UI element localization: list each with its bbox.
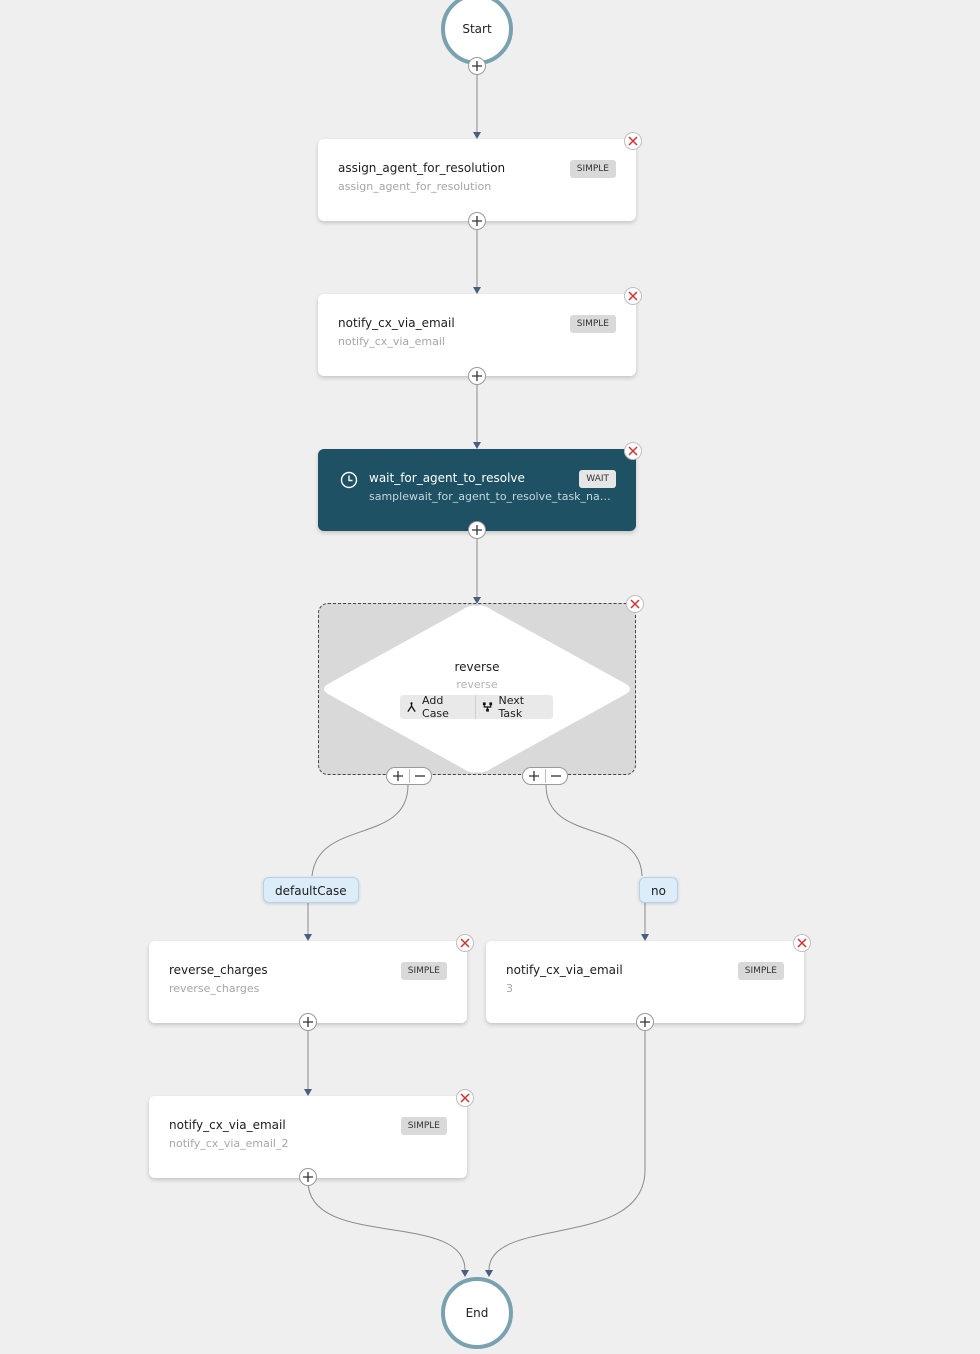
switch-name: reverse xyxy=(454,660,500,674)
end-label: End xyxy=(465,1306,489,1320)
task-ref: 3 xyxy=(506,982,513,995)
task-name: notify_cx_via_email xyxy=(338,316,455,330)
task-ref: notify_cx_via_email xyxy=(338,335,445,348)
plus-icon[interactable] xyxy=(393,771,403,781)
edge-notify3-to-end xyxy=(488,1026,646,1271)
arrow-head xyxy=(473,132,481,139)
plus-icon xyxy=(640,1017,650,1027)
case-branch-controls xyxy=(386,767,432,785)
arrow-head xyxy=(641,934,649,941)
task-type-badge: SIMPLE xyxy=(569,315,616,333)
plus-icon xyxy=(303,1172,313,1182)
close-icon xyxy=(630,599,640,609)
plus-icon xyxy=(472,525,482,535)
edge-notify2-to-end xyxy=(307,1180,466,1271)
task-name: wait_for_agent_to_resolve xyxy=(369,471,525,485)
clock-icon xyxy=(340,471,358,489)
add-task-button[interactable] xyxy=(299,1013,317,1031)
branch-icon xyxy=(483,702,493,712)
arrow-head xyxy=(473,442,481,449)
delete-task-button[interactable] xyxy=(793,934,811,952)
fork-icon xyxy=(407,702,416,712)
case-label-default[interactable]: defaultCase xyxy=(263,877,359,903)
close-icon xyxy=(628,136,638,146)
task-ref: notify_cx_via_email_2 xyxy=(169,1137,289,1150)
arrow-head xyxy=(304,1089,312,1096)
task-type-badge: SIMPLE xyxy=(737,962,784,980)
add-task-button[interactable] xyxy=(468,367,486,385)
task-node[interactable]: notify_cx_via_email notify_cx_via_email_… xyxy=(149,1096,467,1178)
start-label: Start xyxy=(462,22,492,36)
delete-switch-button[interactable] xyxy=(626,595,644,613)
add-task-button[interactable] xyxy=(468,57,486,75)
delete-task-button[interactable] xyxy=(624,442,642,460)
arrow-head xyxy=(485,1270,493,1277)
plus-icon xyxy=(472,61,482,71)
task-name: notify_cx_via_email xyxy=(506,963,623,977)
task-node[interactable]: notify_cx_via_email 3 SIMPLE xyxy=(486,941,804,1023)
add-case-button[interactable]: Add Case xyxy=(400,694,475,720)
task-node[interactable]: reverse_charges reverse_charges SIMPLE xyxy=(149,941,467,1023)
add-task-button[interactable] xyxy=(299,1168,317,1186)
delete-task-button[interactable] xyxy=(624,287,642,305)
delete-task-button[interactable] xyxy=(456,1089,474,1107)
task-ref: assign_agent_for_resolution xyxy=(338,180,492,193)
delete-task-button[interactable] xyxy=(456,934,474,952)
next-task-button[interactable]: Next Task xyxy=(475,694,553,720)
arrow-head xyxy=(304,934,312,941)
close-icon xyxy=(460,1093,470,1103)
add-task-button[interactable] xyxy=(636,1013,654,1031)
wait-task-node[interactable]: wait_for_agent_to_resolve samplewait_for… xyxy=(318,449,636,531)
plus-icon xyxy=(303,1017,313,1027)
start-node[interactable]: Start xyxy=(441,0,513,65)
task-type-badge: SIMPLE xyxy=(400,1117,447,1135)
task-name: notify_cx_via_email xyxy=(169,1118,286,1132)
minus-icon[interactable] xyxy=(415,771,425,781)
plus-icon xyxy=(472,216,482,226)
task-node[interactable]: assign_agent_for_resolution assign_agent… xyxy=(318,139,636,221)
switch-actions: Add Case Next Task xyxy=(400,694,553,720)
arrow-head xyxy=(461,1270,469,1277)
add-task-button[interactable] xyxy=(468,212,486,230)
plus-icon xyxy=(472,371,482,381)
close-icon xyxy=(628,446,638,456)
close-icon xyxy=(797,938,807,948)
edge-switch-to-defaultcase xyxy=(311,784,409,877)
close-icon xyxy=(628,291,638,301)
switch-diamond-shape xyxy=(324,605,630,773)
edge-switch-to-no xyxy=(545,784,643,877)
add-case-label: Add Case xyxy=(422,694,449,720)
arrow-head xyxy=(473,287,481,294)
task-type-badge: SIMPLE xyxy=(400,962,447,980)
end-node[interactable]: End xyxy=(441,1277,513,1349)
case-label-no[interactable]: no xyxy=(639,877,678,903)
task-name: assign_agent_for_resolution xyxy=(338,161,506,175)
minus-icon[interactable] xyxy=(551,771,561,781)
task-ref: samplewait_for_agent_to_resolve_task_nam… xyxy=(369,490,619,503)
task-type-badge: SIMPLE xyxy=(569,160,616,178)
switch-ref: reverse xyxy=(456,678,498,691)
task-ref: reverse_charges xyxy=(169,982,260,995)
task-node[interactable]: notify_cx_via_email notify_cx_via_email … xyxy=(318,294,636,376)
add-task-button[interactable] xyxy=(468,521,486,539)
case-branch-controls xyxy=(522,767,568,785)
task-type-badge: WAIT xyxy=(579,470,616,488)
task-name: reverse_charges xyxy=(169,963,268,977)
close-icon xyxy=(460,938,470,948)
plus-icon[interactable] xyxy=(529,771,539,781)
delete-task-button[interactable] xyxy=(624,132,642,150)
next-task-label: Next Task xyxy=(498,694,525,720)
